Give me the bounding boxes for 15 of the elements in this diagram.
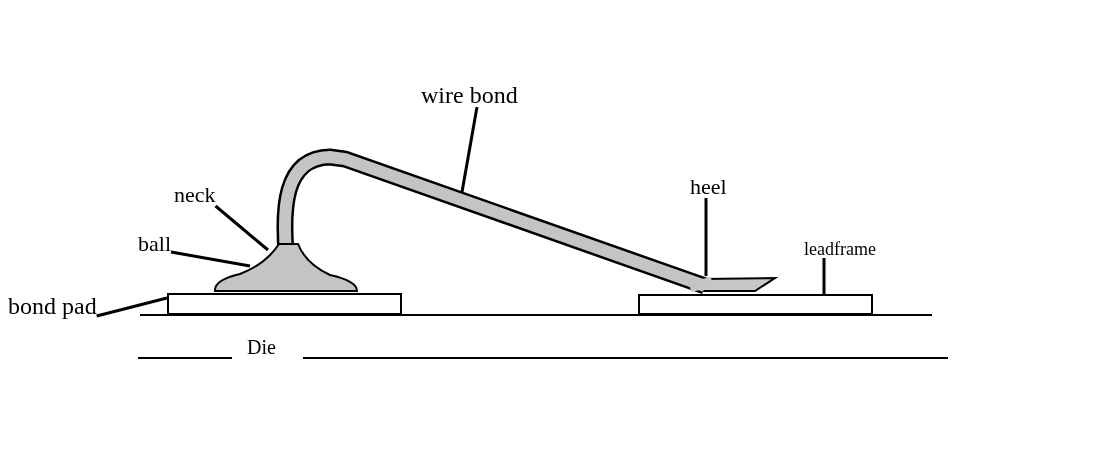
die-label: Die xyxy=(247,337,276,357)
leader-line xyxy=(704,198,708,276)
part-label: neck xyxy=(174,184,216,206)
leader-line xyxy=(214,204,269,252)
pad-rectangle xyxy=(167,293,402,315)
part-label: ball xyxy=(138,233,171,255)
pad-rectangle xyxy=(638,294,873,315)
part-label: leadframe xyxy=(804,240,876,258)
leader-line xyxy=(96,296,168,318)
part-label: bond pad xyxy=(8,294,97,318)
leader-line xyxy=(460,106,479,193)
part-label: heel xyxy=(690,176,727,198)
leader-line xyxy=(822,258,826,294)
part-label: wire bond xyxy=(421,83,518,107)
leader-line xyxy=(170,250,251,268)
